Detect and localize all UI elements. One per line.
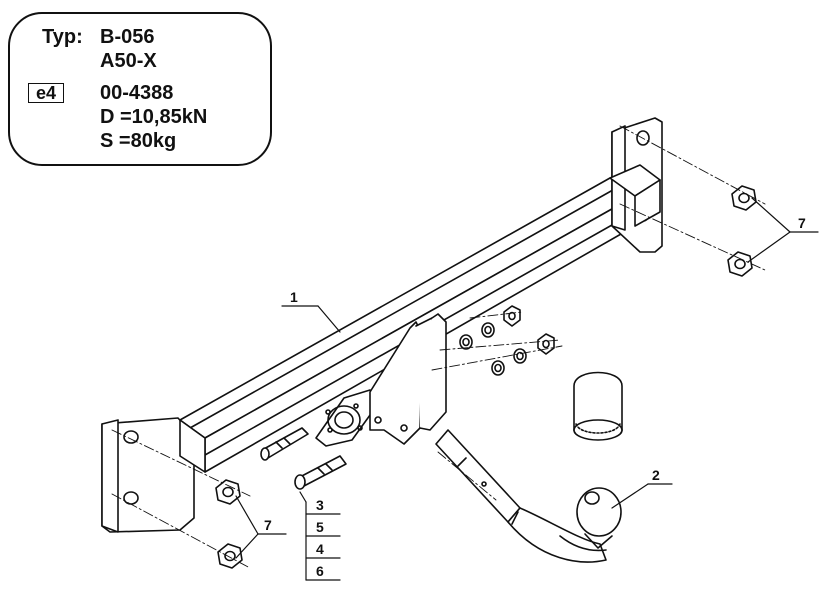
flange-nut-right-lower xyxy=(727,251,753,277)
flange-nut-left-upper xyxy=(215,479,241,505)
callout-3: 3 xyxy=(316,497,324,513)
ball-cover-cap xyxy=(573,371,623,441)
callout-4: 4 xyxy=(316,541,324,557)
approval-mark-badge: e4 xyxy=(28,83,64,103)
type-approval-box: Typ: B-056 A50-X e4 00-4388 D =10,85kN S… xyxy=(8,12,272,166)
callout-7-right: 7 xyxy=(798,215,806,231)
callout-1: 1 xyxy=(290,289,298,305)
s-value: S =80kg xyxy=(100,130,177,152)
washer-set-upper xyxy=(459,305,521,350)
ball-neck xyxy=(435,429,607,563)
variant-code: A50-X xyxy=(100,50,157,72)
right-mounting-bracket xyxy=(609,117,663,253)
d-value: D =10,85kN xyxy=(100,106,208,128)
callout-6: 6 xyxy=(316,563,324,579)
callout-2: 2 xyxy=(652,467,660,483)
approval-number: 00-4388 xyxy=(100,82,174,104)
tow-ball xyxy=(576,487,622,549)
receiver-plates xyxy=(369,313,447,445)
flange-nut-left-lower xyxy=(217,543,243,569)
bolt-lower xyxy=(294,455,347,490)
callout-5: 5 xyxy=(316,519,324,535)
type-label: Typ: xyxy=(42,26,83,48)
leader-lines xyxy=(235,197,819,581)
callout-7-left: 7 xyxy=(264,517,272,533)
bolt-upper xyxy=(260,427,309,461)
left-mounting-bracket xyxy=(101,417,206,533)
center-lines xyxy=(111,125,766,569)
washer-set-lower xyxy=(491,333,555,376)
type-code: B-056 xyxy=(100,26,155,48)
